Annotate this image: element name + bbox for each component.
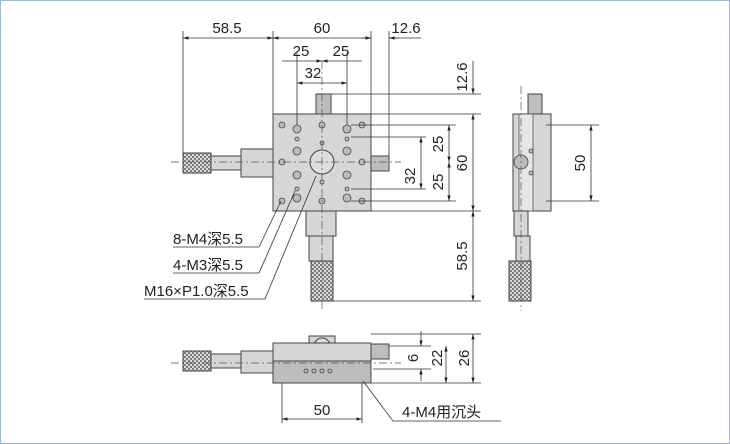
dim-25-right: 25 [333,43,350,60]
dim-50-front: 50 [314,402,331,419]
dim-58-5-top: 58.5 [212,20,241,37]
dim-12-6-top: 12.6 [391,20,420,37]
top-view: 58.5 60 12.6 25 25 32 12.6 25 25 32 60 5… [144,20,481,311]
dim-25-lower: 25 [430,174,447,191]
dim-22-front: 22 [429,350,446,367]
dim-6-front: 6 [405,354,422,362]
top-knob [315,93,332,115]
front-view: 6 22 26 50 4-M4用沉头 [171,331,501,423]
stage-holes [278,121,366,205]
bottom-micrometer [305,210,337,302]
callout-mount-holes: 4-M4用沉头 [402,404,481,421]
dim-60-right: 60 [454,155,471,172]
callout-m4-holes: 8-M4深5.5 [173,231,243,248]
side-view: 50 [508,86,599,311]
callout-m3-holes: 4-M3深5.5 [173,257,243,274]
dim-50-side: 50 [572,155,589,172]
callout-micrometer-thread: M16×P1.0深5.5 [144,283,249,300]
dim-25-left: 25 [293,43,310,60]
dim-58-5-right: 58.5 [454,241,471,270]
left-micrometer [182,148,274,178]
dim-26-front: 26 [456,350,473,367]
dim-25-upper: 25 [430,136,447,153]
dim-12-6-right: 12.6 [454,62,471,91]
dim-60-top: 60 [314,20,331,37]
right-knob [370,155,390,172]
dim-32-top: 32 [305,65,322,82]
dim-32-right: 32 [402,168,419,185]
